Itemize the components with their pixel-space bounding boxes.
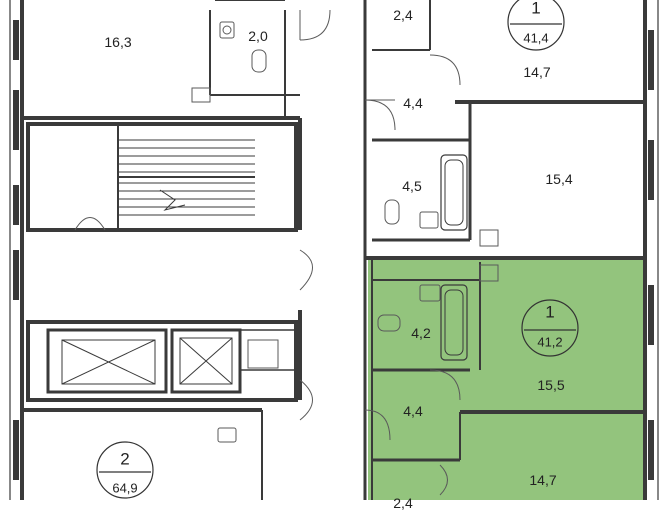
room-area-label: 2,4 bbox=[393, 7, 413, 23]
room-area-label: 16,3 bbox=[104, 34, 132, 50]
apartment-rooms-count: 1 bbox=[545, 302, 555, 322]
doors bbox=[74, 9, 461, 496]
badge-circle-bottom-left bbox=[96, 441, 154, 499]
apartment-area: 64,9 bbox=[112, 480, 138, 496]
apartment-area: 41,2 bbox=[537, 334, 563, 350]
room-area-label: 15,5 bbox=[537, 377, 565, 393]
walls bbox=[9, 0, 659, 500]
room-area-label: 4,2 bbox=[411, 325, 431, 341]
apartment-badges bbox=[96, 0, 579, 499]
badge-circle-top-right bbox=[507, 0, 565, 51]
room-area-label: 14,7 bbox=[523, 64, 551, 80]
room-area-label: 4,4 bbox=[403, 95, 423, 111]
apartment-area: 41,4 bbox=[523, 30, 549, 46]
apartment-rooms-count: 1 bbox=[531, 0, 541, 18]
highlighted-apartment-fill[interactable] bbox=[368, 258, 645, 500]
fixtures bbox=[191, 21, 499, 443]
room-area-label: 4,4 bbox=[403, 403, 423, 419]
room-area-label: 15,4 bbox=[545, 171, 573, 187]
badge-circle-highlighted bbox=[521, 299, 579, 357]
floor-plan bbox=[9, 0, 659, 500]
room-area-label: 4,5 bbox=[402, 178, 422, 194]
room-area-label: 2,0 bbox=[248, 28, 268, 44]
apartment-rooms-count: 2 bbox=[120, 449, 130, 469]
room-area-label: 2,4 bbox=[393, 495, 413, 511]
room-area-label: 14,7 bbox=[529, 472, 557, 488]
